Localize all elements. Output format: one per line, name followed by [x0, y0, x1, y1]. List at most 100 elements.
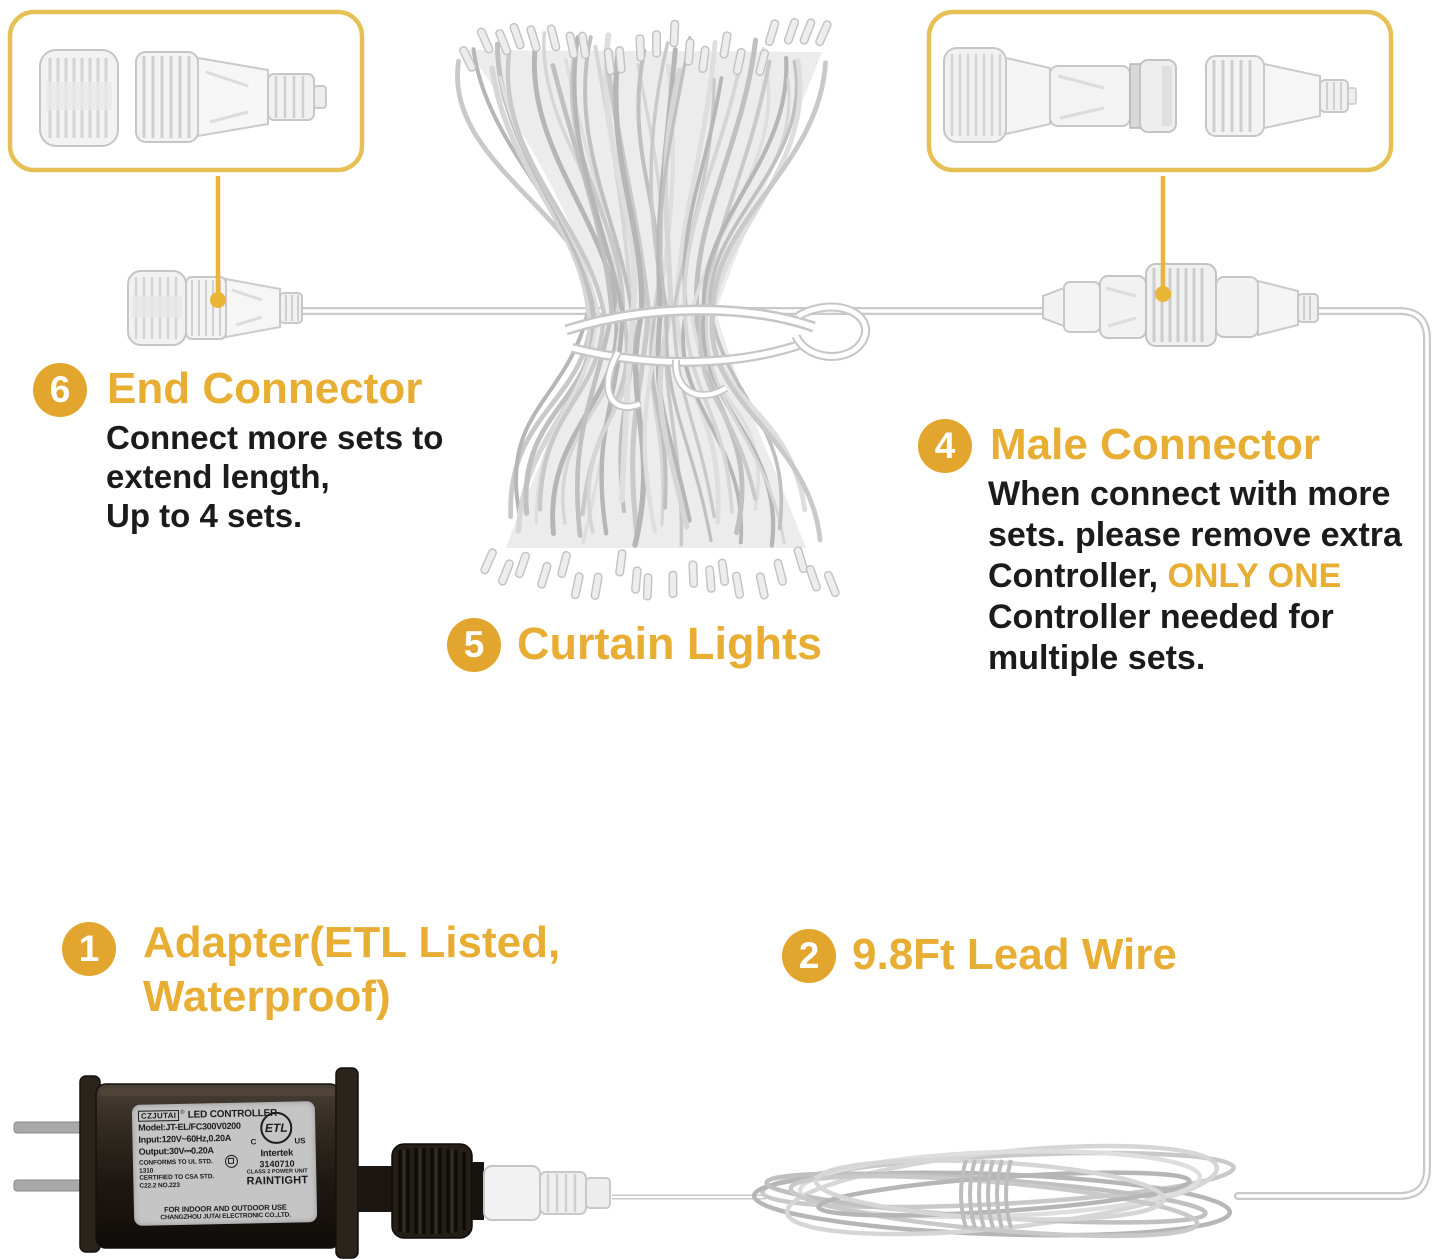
desc-line: multiple sets.: [988, 639, 1206, 677]
only-one-highlight: ONLY ONE: [1167, 557, 1342, 595]
desc-line: extend length,: [106, 458, 330, 495]
bulb-tip: [476, 27, 494, 54]
pointer-male-connector: [1155, 176, 1171, 302]
curtain-lights-bundle-graphic: [455, 17, 871, 601]
end-connector-title: End Connector: [107, 364, 423, 413]
male-connector-piece: [1205, 55, 1357, 137]
wire-wrap: [986, 1159, 995, 1229]
bulb-tip: [514, 551, 531, 579]
pointer-dot: [1155, 286, 1171, 302]
male-connector-description: When connect with more sets. please remo…: [988, 474, 1402, 679]
desc-line: sets. please remove extra: [988, 516, 1402, 554]
bulb-tip: [631, 566, 642, 594]
bulb-tip: [755, 49, 770, 76]
bulb-tip: [668, 570, 678, 599]
plug-prong: [13, 1179, 89, 1192]
lead-wire-number-badge: 2: [782, 929, 836, 983]
bulb-tip: [480, 548, 497, 575]
bulb-tip: [799, 18, 816, 45]
adapter-output-connector: [483, 1165, 611, 1221]
wire-wrap: [995, 1159, 1004, 1229]
bulb-tip: [773, 558, 788, 586]
wire-wrap: [959, 1159, 968, 1229]
bulb-tip: [546, 24, 561, 52]
light-strand: [489, 65, 593, 534]
adapter-number-badge: 1: [62, 922, 116, 976]
bulb-tip: [755, 572, 769, 600]
plug-prong: [13, 1121, 89, 1134]
bundle-bulb-tips: [459, 17, 840, 601]
lead-wire-coil-graphic: [751, 1143, 1236, 1239]
light-strand: [505, 48, 606, 512]
bulb-tip: [577, 31, 590, 59]
registered-trademark-icon: ®: [180, 1109, 185, 1116]
wire-wrap: [977, 1159, 986, 1229]
inset-male-connector-graphic: [943, 47, 1357, 143]
pointer-dot: [210, 292, 226, 308]
desc-line: Controller needed for: [988, 598, 1334, 636]
wire-loop: [751, 1170, 1233, 1238]
bulb-tip: [495, 29, 512, 56]
bulb-tip: [669, 19, 680, 48]
bulb-tip: [698, 45, 710, 74]
bulb-tip: [815, 20, 832, 47]
inset-end-connector-graphic: [39, 49, 327, 147]
bulb-tip: [793, 546, 808, 574]
bulb-tip: [509, 22, 525, 50]
bulb-tip: [688, 560, 699, 588]
bulb-tip: [615, 46, 626, 74]
male-connector-number-badge: 4: [918, 419, 972, 473]
bulb-tip: [459, 46, 477, 72]
brand-logo: CZJUTAI: [137, 1109, 180, 1122]
end-connector-on-wire-graphic: [127, 270, 303, 346]
etl-mark-icon: C ETL US: [244, 1111, 309, 1148]
etl-certification-block: C ETL US Intertek 3140710 CLASS 2 POWER …: [244, 1111, 310, 1188]
bulb-tip: [497, 559, 514, 586]
wire-loop: [816, 1170, 1192, 1218]
bulb-tip: [805, 564, 821, 592]
bulb-tip: [717, 558, 730, 586]
male-connector-title: Male Connector: [990, 420, 1321, 469]
bulb-tip: [603, 47, 615, 76]
bulb-tip: [732, 47, 746, 76]
bulb-tip: [684, 38, 695, 66]
lead-wire-title: 9.8Ft Lead Wire: [852, 930, 1177, 979]
curtain-lights-number-badge: 5: [447, 618, 501, 672]
bulb-tip: [705, 565, 716, 593]
bulb-tip: [590, 572, 603, 600]
bulb-tip: [570, 572, 584, 600]
bulb-tip: [615, 549, 627, 577]
bulb-tip: [537, 561, 552, 589]
desc-line: Controller, ONLY ONE: [988, 557, 1342, 595]
bulb-tip: [642, 573, 653, 601]
desc-line: Up to 4 sets.: [106, 497, 303, 534]
bulb-tip: [557, 551, 571, 578]
curtain-lights-title: Curtain Lights: [517, 618, 822, 669]
female-connector-piece: [943, 47, 1177, 143]
bulb-tip: [719, 31, 732, 59]
end-connector-number-badge: 6: [33, 363, 87, 417]
wire-wrap: [968, 1159, 977, 1229]
light-strand: [583, 35, 635, 514]
bulb-tip: [764, 19, 780, 46]
bulb-tip: [652, 30, 661, 58]
end-connector-description: Connect more sets to extend length, Up t…: [106, 418, 443, 535]
light-strand: [550, 63, 615, 538]
bulb-tip: [565, 31, 579, 59]
male-connector-pair-on-wire-graphic: [1042, 263, 1319, 347]
raintight-text: RAINTIGHT: [246, 1174, 309, 1188]
desc-line: When connect with more: [988, 475, 1391, 513]
bulb-tip: [783, 17, 800, 45]
light-strand: [603, 32, 638, 503]
pointer-end-connector: [210, 176, 226, 308]
wire-wrap: [1004, 1159, 1013, 1229]
bundle-tie-wire-graphic: [564, 302, 871, 411]
bulb-tip: [731, 571, 744, 599]
adapter-label-plate: CZJUTAI® LED CONTROLLER Model:JT-EL/FC30…: [131, 1101, 318, 1226]
bulb-tip: [823, 570, 840, 598]
adapter-title: Adapter(ETL Listed, Waterproof): [143, 918, 561, 1021]
end-connector-plug: [135, 51, 327, 143]
bulb-tip: [526, 25, 541, 53]
bulb-tip: [635, 34, 646, 62]
